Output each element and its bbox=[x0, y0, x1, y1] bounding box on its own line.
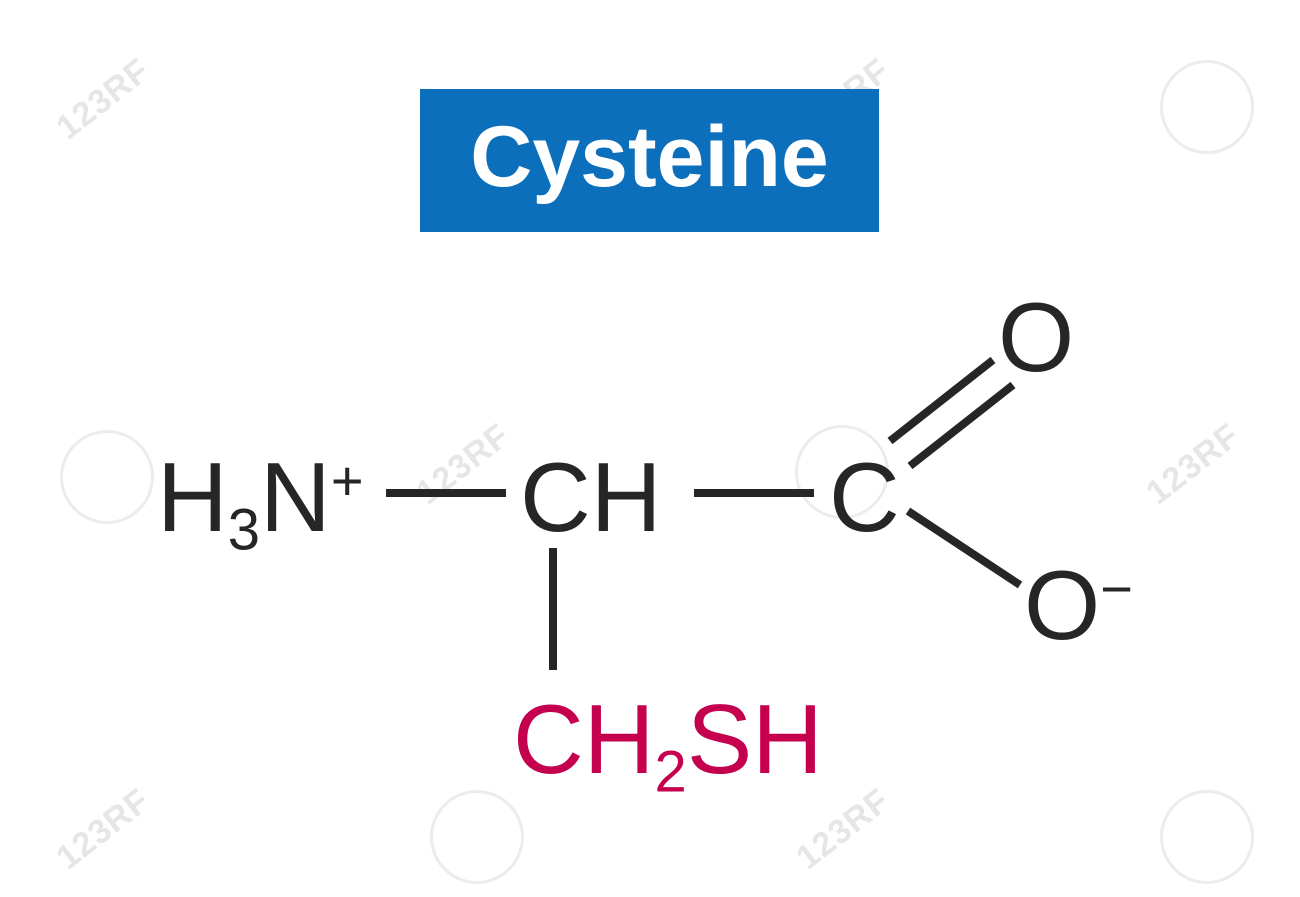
carboxyl-carbon: C bbox=[829, 442, 900, 552]
molecule-title: Cysteine bbox=[470, 108, 829, 205]
side-chain-ch: CH bbox=[513, 684, 655, 794]
bond-c-o-single bbox=[905, 507, 1023, 589]
carbonyl-oxygen: O bbox=[998, 282, 1075, 392]
side-chain-subscript: 2 bbox=[654, 739, 687, 805]
amino-subscript: 3 bbox=[227, 497, 261, 563]
carboxylate-oxygen-atom: O bbox=[1024, 550, 1101, 660]
amino-nitrogen: N bbox=[260, 442, 331, 552]
bond-c-o-double-2 bbox=[907, 381, 1016, 470]
carboxylate-charge: − bbox=[1100, 557, 1133, 621]
bond-c-o-double-1 bbox=[887, 356, 996, 445]
side-chain: CH2SH bbox=[513, 690, 823, 801]
amino-charge: + bbox=[330, 449, 364, 513]
side-chain-sh: SH bbox=[686, 684, 823, 794]
carboxylate-oxygen: O− bbox=[1024, 556, 1133, 654]
amino-hydrogen: H bbox=[157, 442, 228, 552]
amino-group: H3N+ bbox=[157, 448, 364, 559]
alpha-carbon: CH bbox=[520, 442, 662, 552]
title-banner: Cysteine bbox=[420, 89, 879, 232]
